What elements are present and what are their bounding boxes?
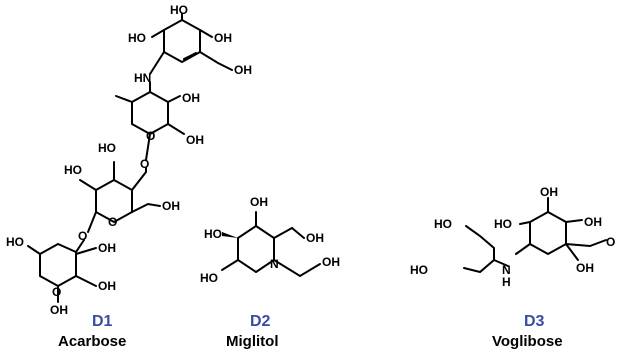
compound-name: Miglitol — [226, 333, 279, 350]
atom-label: O — [108, 215, 117, 229]
compound-code: D2 — [250, 313, 271, 330]
atom-label: O — [140, 157, 149, 171]
atom-label: OH — [584, 215, 602, 229]
atom-label: HN — [134, 71, 151, 85]
atom-label: O — [52, 285, 61, 299]
atom-label: OH — [250, 195, 268, 209]
atom-label: HO — [98, 141, 116, 155]
compound-name: Voglibose — [492, 333, 563, 350]
atom-label: HO — [410, 263, 428, 277]
compound-code: D3 — [524, 313, 545, 330]
atom-label: HO — [170, 3, 188, 17]
atom-label: O — [146, 129, 155, 143]
atom-label: OH — [322, 255, 340, 269]
atom-label: HO — [494, 217, 512, 231]
atom-label: OH — [162, 199, 180, 213]
atom-label: HO — [434, 217, 452, 231]
atom-label: OH — [576, 261, 594, 275]
compound-name: Acarbose — [58, 333, 126, 350]
atom-label: HO — [6, 235, 24, 249]
atom-label: OH — [50, 303, 68, 317]
atom-label: HO — [128, 31, 146, 45]
atom-label: OH — [182, 91, 200, 105]
atom-label: OH — [98, 241, 116, 255]
atom-label: N — [270, 257, 279, 271]
atom-label: O — [606, 235, 615, 249]
compound-code: D1 — [92, 313, 113, 330]
atom-label: HO — [204, 227, 222, 241]
atom-label: HO — [64, 163, 82, 177]
structure-d2-miglitol: OH HO OH N HO OH D2 Miglitol — [200, 195, 340, 350]
atom-label: O — [78, 229, 87, 243]
atom-label: N — [502, 263, 511, 277]
structure-d1-acarbose: HO HO OH HN OH OH O HO OH HO O O OH O HO… — [6, 3, 252, 350]
atom-label: OH — [98, 279, 116, 293]
atom-label: OH — [306, 231, 324, 245]
atom-label: OH — [540, 185, 558, 199]
atom-label: OH — [214, 31, 232, 45]
structure-d3-voglibose: OH HO HO OH O HO N H OH D3 Voglibose — [410, 185, 615, 350]
atom-label: HO — [200, 271, 218, 285]
atom-label: OH — [234, 63, 252, 77]
atom-label: OH — [186, 133, 204, 147]
atom-label: H — [502, 275, 511, 289]
